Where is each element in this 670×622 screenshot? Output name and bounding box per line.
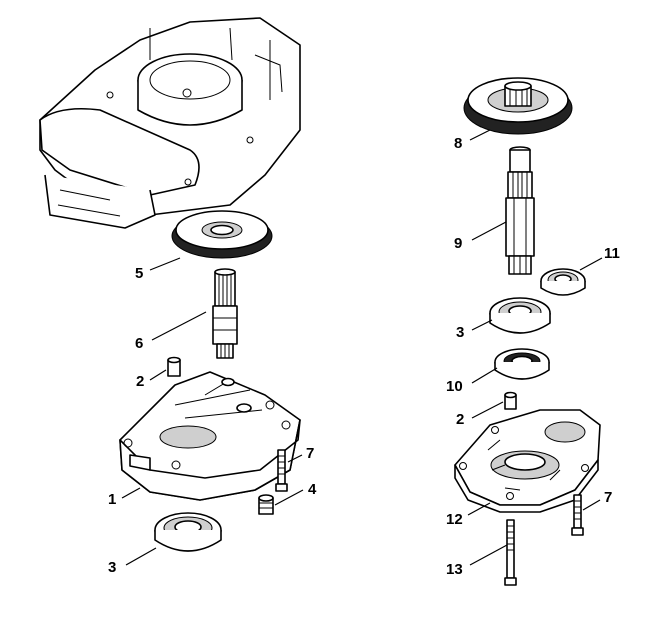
leader-lines (121, 129, 603, 566)
callout-2-right: 2 (456, 411, 464, 428)
callout-8: 8 (454, 135, 462, 152)
callout-7-left: 7 (306, 445, 314, 462)
callout-7-right: 7 (604, 489, 612, 506)
screw-part-13 (504, 519, 517, 586)
dowel-pin-part-2-left (167, 356, 181, 377)
callout-4: 4 (308, 481, 317, 498)
seal-part-10 (494, 348, 550, 380)
callout-2-left: 2 (136, 373, 144, 390)
bearing-part-3-right (489, 297, 551, 334)
callout-1: 1 (108, 491, 116, 508)
engine-housing (39, 17, 301, 229)
gear-cover-part-1 (119, 371, 301, 501)
callout-5: 5 (135, 265, 143, 282)
callout-3-right: 3 (456, 324, 464, 341)
bearing-part-11 (540, 268, 586, 296)
callout-6: 6 (135, 335, 143, 352)
housing-cover-part-12 (454, 409, 601, 513)
screw-part-7-right (571, 494, 584, 536)
callout-labels: 1 2 2 3 3 4 5 6 7 7 8 9 10 11 12 13 (108, 135, 620, 578)
plug-part-4 (258, 494, 274, 515)
callout-11: 11 (604, 245, 620, 262)
callout-3-left: 3 (108, 559, 116, 576)
bearing-part-3-left (154, 512, 222, 552)
callout-10: 10 (446, 378, 463, 395)
callout-12: 12 (446, 511, 463, 528)
screw-part-7-left (275, 449, 288, 492)
dowel-pin-part-2-right (504, 391, 517, 410)
shaft-part-9 (505, 146, 535, 275)
shaft-part-6 (212, 268, 238, 359)
gear-part-5 (171, 210, 273, 259)
gear-part-8 (463, 77, 573, 135)
callout-13: 13 (446, 561, 463, 578)
callout-9: 9 (454, 235, 462, 252)
